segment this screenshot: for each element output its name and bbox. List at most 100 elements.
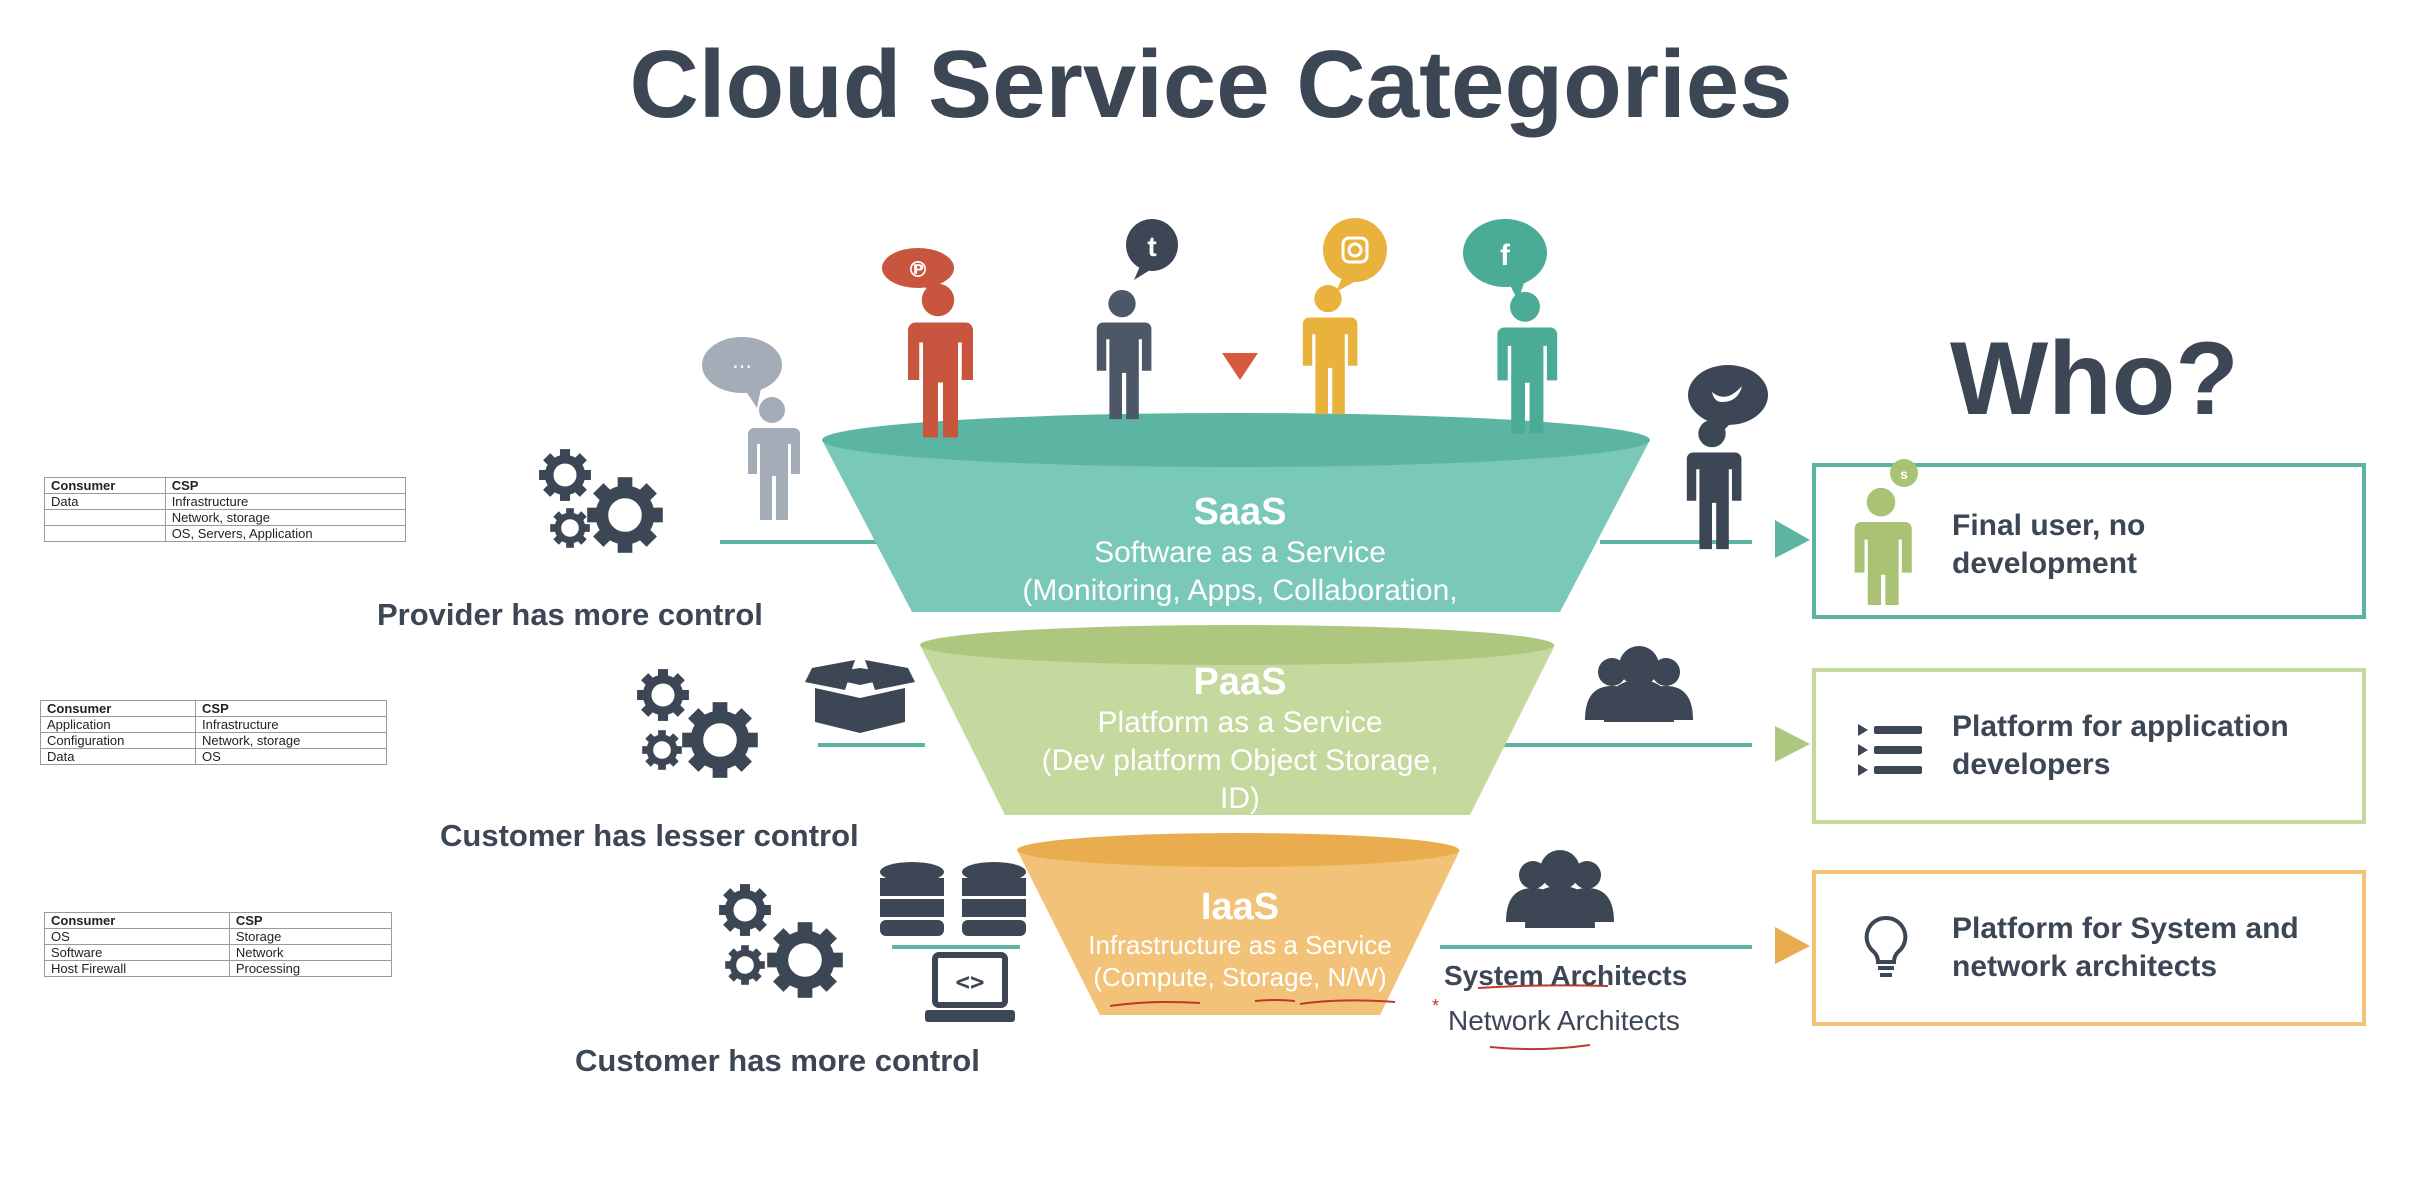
who-box-saas: s Final user, no development bbox=[1812, 459, 2366, 619]
table-cell: Infrastructure bbox=[164, 493, 407, 510]
network-architects-label: Network Architects bbox=[1448, 1005, 1680, 1036]
table-row: OS, Servers, Application bbox=[44, 525, 407, 542]
table-cell bbox=[44, 509, 166, 526]
page-title: Cloud Service Categories bbox=[629, 31, 1793, 138]
who-saas-line2: development bbox=[1952, 547, 2138, 580]
list-icon bbox=[1858, 724, 1922, 776]
table-cell: OS bbox=[44, 928, 230, 945]
table-cell: OS, Servers, Application bbox=[164, 525, 407, 542]
paas-pointer bbox=[1775, 726, 1810, 762]
who-iaas-line2: network architects bbox=[1952, 950, 2218, 983]
table-cell: Storage bbox=[228, 928, 393, 945]
iaas-line1: Infrastructure as a Service bbox=[1088, 930, 1392, 960]
table-header-cell: Consumer bbox=[44, 912, 230, 929]
saas-pointer bbox=[1775, 520, 1810, 558]
table-cell: Data bbox=[39, 748, 197, 765]
saas-line2: (Monitoring, Apps, Collaboration, bbox=[1022, 574, 1458, 607]
table-header-cell: Consumer bbox=[39, 700, 197, 717]
paas-label: PaaS Platform as a Service (Dev platform… bbox=[990, 660, 1490, 818]
iaas-name: IaaS bbox=[1200, 886, 1280, 928]
table-header-row: Consumer CSP bbox=[44, 912, 393, 929]
system-architects-label: System Architects bbox=[1444, 960, 1688, 991]
person-instagram-icon bbox=[1302, 218, 1387, 415]
table-cell: Data bbox=[44, 493, 166, 510]
paas-layer bbox=[920, 625, 1555, 815]
customer-lesser-control-label: Customer has lesser control bbox=[440, 818, 859, 853]
triangle-marker bbox=[1222, 353, 1258, 380]
svg-text:s: s bbox=[1900, 466, 1908, 482]
iaas-line2: (Compute, Storage, N/W) bbox=[1093, 962, 1387, 992]
customer-more-control-label: Customer has more control bbox=[575, 1043, 980, 1078]
who-box-iaas: Platform for System and network architec… bbox=[1812, 870, 2366, 1026]
table-cell: Host Firewall bbox=[44, 960, 230, 977]
annotation-scribbles bbox=[1109, 984, 1609, 1051]
group-icon-iaas bbox=[1506, 850, 1614, 928]
person-twitter-icon: t bbox=[1096, 219, 1178, 420]
table-cell: Network, storage bbox=[164, 509, 407, 526]
svg-text:⋯: ⋯ bbox=[732, 354, 752, 378]
who-paas-line2: developers bbox=[1952, 748, 2111, 781]
gears-icon-saas bbox=[539, 449, 663, 553]
table-header-row: Consumer CSP bbox=[39, 700, 387, 717]
person-pinterest-icon: ℗ bbox=[882, 248, 973, 438]
table-row: Network, storage bbox=[44, 509, 407, 526]
saas-layer bbox=[822, 413, 1650, 612]
table-header-row: Consumer CSP bbox=[44, 477, 407, 494]
saas-line1: Software as a Service bbox=[1094, 536, 1386, 569]
architect-marker: * bbox=[1432, 996, 1440, 1016]
who-paas-line1: Platform for application bbox=[1952, 710, 2289, 743]
table-header-cell: Consumer bbox=[44, 477, 166, 494]
table-cell: Processing bbox=[228, 960, 393, 977]
gears-icon-iaas bbox=[719, 884, 843, 998]
table-header-cell: CSP bbox=[164, 477, 407, 494]
table-cell bbox=[44, 525, 166, 542]
person-skype-icon: s bbox=[1854, 459, 1918, 605]
svg-text:<>: <> bbox=[956, 968, 985, 996]
box-icon bbox=[805, 660, 915, 733]
iaas-label: IaaS Infrastructure as a Service (Comput… bbox=[1040, 885, 1440, 993]
provider-control-label: Provider has more control bbox=[377, 597, 763, 632]
table-cell: Network bbox=[228, 944, 393, 961]
connector-lines bbox=[720, 540, 1752, 949]
svg-text:℗: ℗ bbox=[907, 258, 929, 283]
paas-line1: Platform as a Service bbox=[1097, 706, 1383, 739]
iaas-layer bbox=[1017, 833, 1460, 1015]
who-box-paas: Platform for application developers bbox=[1812, 668, 2366, 824]
saas-name: SaaS bbox=[1193, 491, 1287, 533]
paas-name: PaaS bbox=[1193, 661, 1287, 703]
iaas-pointer bbox=[1775, 927, 1810, 964]
table-cell: Infrastructure bbox=[195, 716, 387, 733]
svg-text:t: t bbox=[1147, 231, 1156, 262]
table-cell: Software bbox=[44, 944, 230, 961]
lightbulb-icon bbox=[1864, 915, 1908, 977]
paas-line3: ID) bbox=[1220, 782, 1260, 815]
group-icon-paas bbox=[1585, 646, 1693, 722]
table-cell: Network, storage bbox=[195, 732, 387, 749]
person-twitter-right-icon bbox=[1686, 365, 1768, 550]
table-cell: OS bbox=[195, 748, 387, 765]
laptop-code-icon: <> bbox=[925, 952, 1015, 1022]
database-icon bbox=[880, 862, 1026, 936]
gears-icon-paas bbox=[637, 669, 758, 778]
table-header-cell: CSP bbox=[228, 912, 393, 929]
who-saas-line1: Final user, no bbox=[1952, 509, 2146, 542]
table-cell: Configuration bbox=[39, 732, 197, 749]
svg-text:f: f bbox=[1500, 239, 1511, 272]
table-cell: Application bbox=[39, 716, 197, 733]
paas-line2: (Dev platform Object Storage, bbox=[1041, 744, 1439, 777]
person-facebook-icon: f bbox=[1463, 219, 1558, 434]
person-rss-icon: ⋯ bbox=[702, 337, 800, 520]
who-iaas-line1: Platform for System and bbox=[1952, 912, 2299, 945]
who-heading: Who? bbox=[1950, 321, 2239, 437]
